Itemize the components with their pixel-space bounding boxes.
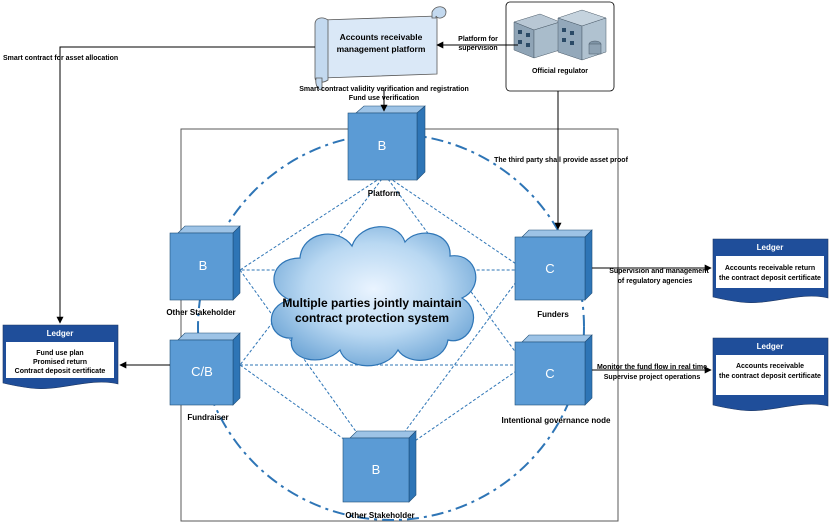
edge-third-party-asset-proof: The third party shall provide asset proo…	[494, 157, 628, 164]
edge-validity-verification: Smart contract validity verification and…	[299, 86, 469, 93]
node-other-stakeholder-left: B	[169, 225, 241, 301]
node-platform: B	[347, 105, 426, 181]
node-fundraiser: C/B	[169, 332, 241, 406]
ledger-right-top-line1: Accounts receivable return	[725, 265, 815, 272]
regulator-box	[505, 1, 615, 92]
edge-supervision-mgmt-2: of regulatory agencies	[618, 278, 693, 285]
fundraiser-label: Fundraiser	[187, 413, 228, 422]
node-governance: C	[514, 334, 593, 406]
platform-label: Platform	[368, 189, 400, 198]
ledger-left-line2: Promised return	[33, 359, 87, 366]
ledger-left	[2, 324, 119, 389]
ledger-right-top-title: Ledger	[757, 243, 784, 252]
cloud-title-line1: Multiple parties jointly maintain	[282, 296, 461, 310]
edge-platform-for-supervision-2: supervision	[458, 45, 497, 52]
node-funders: C	[514, 229, 593, 301]
platform-scroll-line2: management platform	[337, 44, 426, 54]
other-stakeholder-bottom-label: Other Stakeholder	[345, 511, 414, 520]
governance-label: Intentional governance node	[502, 416, 611, 425]
governance-letter: C	[545, 366, 554, 381]
ledger-left-line1: Fund use plan	[36, 350, 83, 357]
platform-letter: B	[378, 138, 387, 153]
other-stakeholder-left-label: Other Stakeholder	[166, 308, 235, 317]
ledger-right-top	[712, 238, 829, 303]
platform-scroll-line1: Accounts receivable	[340, 32, 423, 42]
ledger-right-bottom-line2: the contract deposit certificate	[719, 373, 821, 380]
funders-letter: C	[545, 261, 554, 276]
funders-label: Funders	[537, 310, 569, 319]
regulator-building-icon	[513, 9, 607, 61]
platform-scroll	[314, 6, 447, 91]
cloud-shape	[270, 226, 477, 367]
ledger-left-line3: Contract deposit certificate	[15, 368, 106, 375]
node-other-stakeholder-bottom: B	[342, 430, 417, 503]
ledger-right-bottom-title: Ledger	[757, 342, 784, 351]
ledger-left-title: Ledger	[47, 329, 74, 338]
edge-smart-contract-allocation: Smart contract for asset allocation	[3, 55, 118, 62]
ledger-right-bottom-line1: Accounts receivable	[736, 363, 804, 370]
other-stakeholder-left-letter: B	[199, 258, 208, 273]
edge-monitor-fund-2: Supervise project operations	[604, 374, 701, 381]
edge-monitor-fund-1: Monitor the fund flow in real time	[597, 364, 707, 371]
connectors	[56, 41, 712, 374]
ledger-right-top-line2: the contract deposit certificate	[719, 275, 821, 282]
cloud-title-line2: contract protection system	[295, 311, 449, 325]
edge-fund-use-verification: Fund use verification	[349, 95, 419, 102]
regulator-label: Official regulator	[532, 68, 588, 75]
edge-supervision-mgmt-1: Supervision and management	[609, 268, 709, 275]
other-stakeholder-bottom-letter: B	[372, 462, 381, 477]
ledger-right-bottom	[712, 337, 829, 411]
fundraiser-letter: C/B	[191, 364, 213, 379]
edge-platform-for-supervision-1: Platform for	[458, 36, 498, 43]
